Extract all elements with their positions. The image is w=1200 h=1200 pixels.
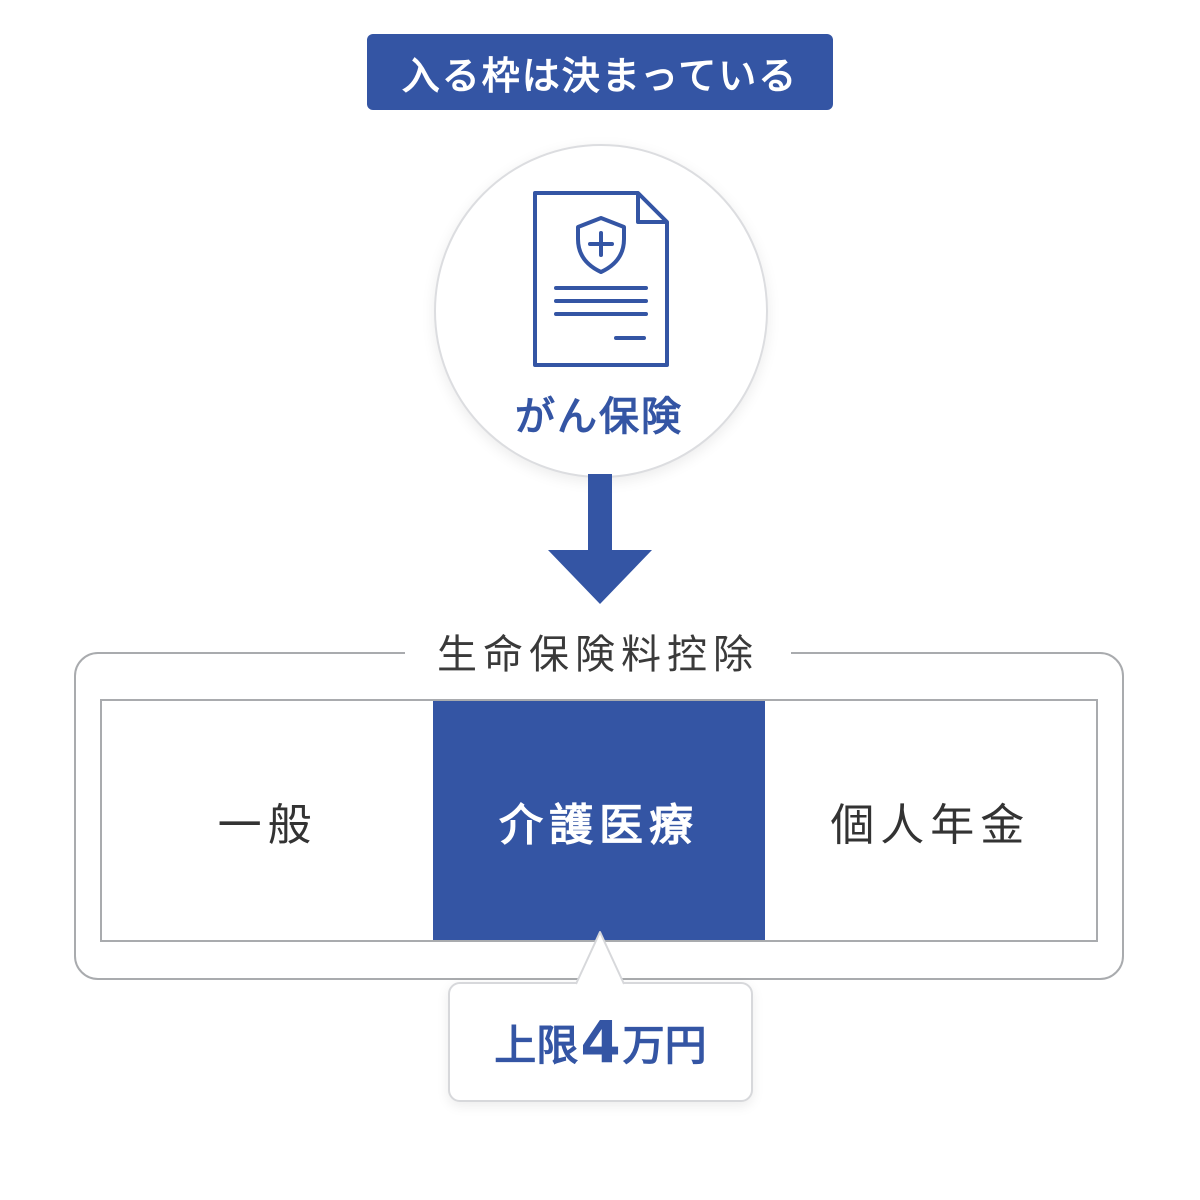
insurance-circle (434, 144, 768, 478)
callout-pointer (575, 931, 625, 985)
category-general: 一般 (102, 701, 434, 940)
deduction-categories: 一般 介護医療 個人年金 (100, 699, 1098, 942)
heading-banner: 入る枠は決まっている (367, 34, 833, 110)
limit-amount: 4 (580, 1008, 621, 1076)
category-nursing-medical: 介護医療 (433, 701, 765, 940)
insurance-label: がん保険 (515, 394, 683, 440)
insurance-document-icon (533, 191, 669, 367)
down-arrow-icon (548, 474, 652, 604)
limit-prefix: 上限 (494, 1020, 579, 1070)
category-private-pension: 個人年金 (764, 701, 1096, 940)
limit-callout: 上限 4 万円 (448, 982, 753, 1102)
limit-unit: 万円 (622, 1020, 707, 1070)
deduction-title: 生命保険料控除 (405, 620, 791, 682)
